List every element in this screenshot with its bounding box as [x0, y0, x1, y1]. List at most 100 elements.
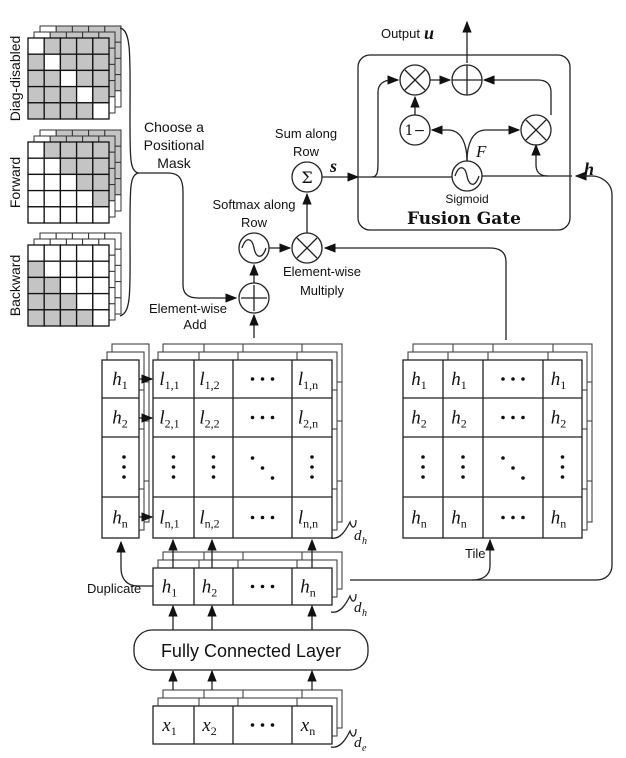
l-matrix-cell-3-1 [171, 455, 176, 479]
element-wise-multiply-op [291, 232, 323, 264]
s-variable-label: s [329, 156, 337, 176]
mask-cell [92, 276, 110, 295]
mask-cell [27, 85, 45, 104]
svg-text:e: e [362, 743, 367, 754]
mask-cell [75, 244, 94, 262]
mask-cell [75, 37, 94, 55]
mask-cell [92, 292, 110, 311]
mask-label-line1: Choose a [144, 119, 204, 135]
mask-cell [92, 206, 110, 224]
tile-matrix-cell-4-3 [501, 515, 525, 520]
tile-matrix-cell-3-4 [560, 455, 565, 479]
l-matrix-cell-2-3 [250, 415, 275, 420]
mask-cell [75, 189, 94, 208]
softmax-label-line1: Softmax along [212, 197, 295, 212]
softmax-op [238, 232, 270, 264]
mask-cell [27, 141, 45, 159]
mask-cell [75, 260, 94, 279]
mask-cell [43, 260, 62, 279]
fusion-add-op [451, 64, 483, 96]
h-column-cell-3 [122, 455, 126, 479]
one-minus-op: 1− [399, 114, 431, 146]
l-matrix-frame [152, 359, 333, 539]
l-matrix-cell-3-4 [310, 455, 314, 479]
mask-brace [119, 27, 140, 317]
mask-cell [43, 69, 62, 88]
sigmoid-label: Sigmoid [445, 192, 488, 206]
fusion-multiply-right-op [520, 114, 552, 146]
mask-cell [43, 244, 62, 262]
mask-cell [92, 141, 110, 159]
mask-cell [59, 85, 78, 104]
mask-cell [92, 85, 110, 104]
duplicate-label: Duplicate [87, 581, 141, 596]
tile-matrix-frame [402, 359, 583, 539]
tile-matrix-cell-2-3 [501, 415, 525, 420]
tile-matrix-cell-3-2 [461, 455, 465, 479]
mask-cell [27, 189, 45, 208]
mask-cell [27, 173, 45, 192]
h-input-label: h [584, 159, 594, 179]
l-matrix-cell-3-3 [250, 456, 275, 480]
mask-label-line2: Positional [144, 137, 205, 153]
hidden-depth-label: d h [330, 593, 367, 619]
mask-cell [59, 276, 78, 295]
input-row-frame [152, 705, 333, 745]
svg-text:Σ: Σ [301, 168, 312, 187]
mask-cell [43, 276, 62, 295]
sum-label-line2: Row [293, 144, 320, 159]
sum-label-line1: Sum along [275, 126, 337, 141]
mask-cell [75, 173, 94, 192]
mask-cell [59, 141, 78, 159]
mask-cell [92, 37, 110, 55]
mask-cell [27, 157, 45, 176]
fusion-gate-title: Fusion Gate [407, 209, 521, 229]
mask-diag-disabled: Diag-disabled [7, 25, 122, 122]
mask-cell [43, 309, 62, 327]
mask-cell [27, 276, 45, 295]
mask-cell [43, 157, 62, 176]
mask-name-forward: Forward [7, 157, 23, 208]
mask-cell [92, 189, 110, 208]
add-label-line1: Element-wise [149, 301, 227, 316]
mask-cell [59, 69, 78, 88]
mask-cell [43, 141, 62, 159]
mask-cell [92, 102, 110, 120]
mask-cell [59, 292, 78, 311]
element-wise-add-op [238, 282, 270, 314]
tile-matrix-cell-3-3 [501, 456, 525, 480]
mask-cell [43, 189, 62, 208]
svg-text:h: h [362, 608, 367, 619]
softmax-label-line2: Row [241, 215, 268, 230]
mask-cell [75, 157, 94, 176]
svg-text:1−: 1− [405, 123, 426, 139]
mask-cell [75, 206, 94, 224]
l-matrix-cell-1-3 [250, 377, 275, 381]
mask-cell [59, 157, 78, 176]
mask-cell [92, 309, 110, 327]
mask-cell [59, 37, 78, 55]
mask-cell [43, 292, 62, 311]
mask-cell [75, 276, 94, 295]
svg-text:h: h [362, 536, 367, 547]
duplicate-arrow [116, 540, 153, 587]
mask-cell [75, 69, 94, 88]
mask-cell [75, 53, 94, 72]
svg-text:d: d [354, 735, 362, 751]
mask-cell [43, 53, 62, 72]
mask-to-add-connector [138, 172, 238, 303]
F-label: F [475, 142, 487, 161]
mask-cell [27, 292, 45, 311]
mask-cell [59, 309, 78, 327]
mask-cell [43, 85, 62, 104]
input-row-cell-1-3 [250, 723, 275, 727]
s-to-multiply-arrow [371, 75, 400, 178]
mask-cell [75, 292, 94, 311]
mask-name-diag-disabled: Diag-disabled [7, 36, 23, 122]
sum-op: Σ [291, 161, 323, 193]
